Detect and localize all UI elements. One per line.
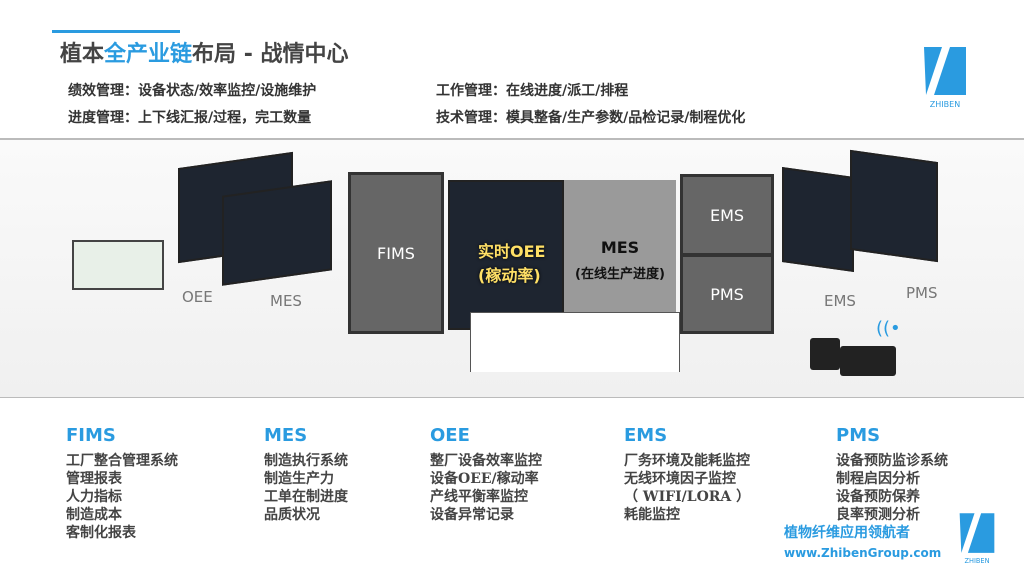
tablet-image bbox=[840, 346, 896, 376]
column-title: PMS bbox=[836, 425, 881, 446]
label-pms: PMS bbox=[906, 284, 938, 302]
page-title: 植本全产业链布局 - 战情中心 bbox=[60, 42, 349, 67]
operators-desk-image bbox=[470, 312, 680, 372]
column-title: EMS bbox=[624, 425, 668, 446]
pms-dashboard-image bbox=[850, 149, 938, 263]
phone-image bbox=[810, 338, 840, 370]
screen-pms: PMS bbox=[680, 254, 774, 334]
list-item: 耗能监控 bbox=[624, 507, 680, 523]
column-title: OEE bbox=[430, 425, 470, 446]
list-item: 设备OEE/稼动率 bbox=[430, 471, 539, 487]
list-item: 制造生产力 bbox=[264, 471, 334, 487]
list-item: 制程启因分析 bbox=[836, 471, 920, 487]
work-mgmt-line: 工作管理：在线进度/派工/排程 bbox=[436, 83, 629, 99]
list-item: 管理报表 bbox=[66, 471, 122, 487]
perf-mgmt-line: 绩效管理：设备状态/效率监控/设施维护 bbox=[68, 83, 317, 99]
ems-dashboard-image bbox=[782, 166, 854, 273]
svg-text:ZHIBEN: ZHIBEN bbox=[930, 100, 960, 109]
website-url: www.ZhibenGroup.com bbox=[784, 546, 942, 560]
label-ems: EMS bbox=[824, 292, 856, 310]
oee-board-image bbox=[72, 240, 164, 290]
column-fims: FIMS 工厂整合管理系统管理报表人力指标制造成本客制化报表 bbox=[66, 425, 178, 542]
mes-dashboard-image bbox=[222, 180, 332, 286]
list-item: 制造成本 bbox=[66, 507, 122, 523]
list-item: 人力指标 bbox=[66, 489, 122, 505]
screen-fims: FIMS bbox=[348, 172, 444, 334]
divider-top bbox=[0, 138, 1024, 140]
list-item: 良率预测分析 bbox=[836, 507, 920, 523]
screen-ems: EMS bbox=[680, 174, 774, 256]
list-item: 设备预防监诊系统 bbox=[836, 453, 948, 469]
tech-mgmt-line: 技术管理：模具整备/生产参数/品检记录/制程优化 bbox=[436, 110, 746, 126]
list-item: 设备预防保养 bbox=[836, 489, 920, 505]
zhiben-logo-footer: ZHIBEN bbox=[958, 510, 996, 570]
screen-mes-sublabel: (在线生产进度) bbox=[575, 267, 665, 282]
wifi-icon: ((• bbox=[876, 318, 901, 339]
label-mes: MES bbox=[270, 292, 302, 310]
list-item: 设备异常记录 bbox=[430, 507, 514, 523]
slogan: 植物纤维应用领航者 bbox=[784, 525, 910, 541]
screen-mes-label: MES bbox=[600, 238, 640, 257]
progress-mgmt-line: 进度管理：上下线汇报/过程，完工数量 bbox=[68, 110, 312, 126]
zhiben-logo: ZHIBEN bbox=[922, 45, 968, 113]
list-item: （ WIFI/LORA ） bbox=[624, 489, 751, 505]
column-title: FIMS bbox=[66, 425, 116, 446]
screen-mes bbox=[564, 180, 676, 330]
list-item: 无线环境因子监控 bbox=[624, 471, 736, 487]
screen-oee bbox=[448, 180, 564, 330]
column-mes: MES 制造执行系统制造生产力工单在制进度品质状况 bbox=[264, 425, 348, 524]
list-item: 工厂整合管理系统 bbox=[66, 453, 178, 469]
column-oee: OEE 整厂设备效率监控设备OEE/稼动率产线平衡率监控设备异常记录 bbox=[430, 425, 542, 524]
title-accent-line bbox=[52, 30, 180, 33]
list-item: 工单在制进度 bbox=[264, 489, 348, 505]
list-item: 品质状况 bbox=[264, 507, 320, 523]
svg-text:ZHIBEN: ZHIBEN bbox=[964, 557, 989, 565]
column-pms: PMS 设备预防监诊系统制程启因分析设备预防保养良率预测分析 bbox=[836, 425, 948, 524]
list-item: 客制化报表 bbox=[66, 525, 136, 541]
column-ems: EMS 厂务环境及能耗监控无线环境因子监控 （ WIFI/LORA ） 耗能监控 bbox=[624, 425, 750, 524]
list-item: 整厂设备效率监控 bbox=[430, 453, 542, 469]
label-oee: OEE bbox=[182, 288, 213, 306]
column-title: MES bbox=[264, 425, 308, 446]
list-item: 制造执行系统 bbox=[264, 453, 348, 469]
list-item: 产线平衡率监控 bbox=[430, 489, 528, 505]
divider-bottom bbox=[0, 397, 1024, 398]
list-item: 厂务环境及能耗监控 bbox=[624, 453, 750, 469]
screen-oee-label: 实时OEE bbox=[478, 242, 546, 261]
screen-oee-sublabel: (稼动率) bbox=[478, 266, 541, 285]
